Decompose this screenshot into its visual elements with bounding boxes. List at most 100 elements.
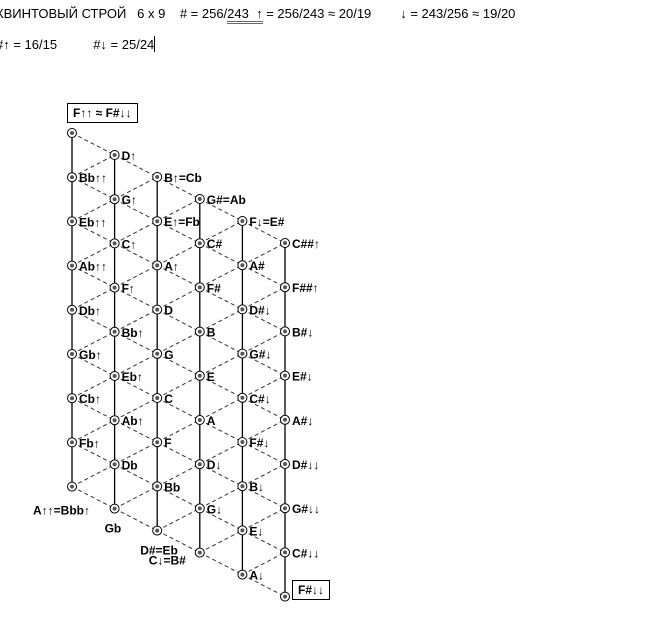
- dashed-edge: [156, 242, 201, 266]
- dashed-edge: [242, 286, 286, 310]
- note-label: F#↓: [249, 436, 269, 450]
- note-label: D#↓: [249, 303, 270, 317]
- node-icon-center: [240, 263, 245, 268]
- dashed-edge: [114, 375, 158, 399]
- note-label: D↓: [207, 458, 222, 472]
- node-icon-center: [240, 219, 245, 223]
- node-icon-center: [197, 197, 202, 201]
- node-icon-center: [155, 440, 160, 445]
- note-label: G#=Ab: [207, 193, 246, 207]
- dashed-edge: [71, 265, 115, 289]
- note-label: G↓: [207, 502, 222, 516]
- dashed-edge: [199, 242, 243, 266]
- note-label: C↓=B#: [149, 554, 186, 568]
- note-label: D#↓↓: [292, 458, 319, 472]
- dashed-edge: [114, 419, 158, 443]
- dashed-edge: [199, 198, 243, 222]
- node-icon-center: [70, 440, 74, 445]
- node-icon-center: [283, 373, 287, 378]
- note-label: Gb: [105, 522, 122, 536]
- note-label: Eb↑: [122, 370, 143, 384]
- dashed-edge: [71, 132, 115, 156]
- note-label: Bb↑↑: [79, 171, 107, 185]
- note-label: A: [207, 414, 216, 428]
- dashed-edge: [71, 397, 115, 421]
- dashed-edge: [71, 176, 115, 200]
- node-icon-center: [197, 241, 202, 246]
- node-icon-center: [197, 329, 202, 334]
- node-icon-center: [240, 528, 245, 533]
- node-icon-center: [283, 550, 287, 555]
- dashed-edge: [156, 220, 201, 244]
- dashed-edge: [242, 507, 286, 531]
- dashed-edge: [156, 507, 201, 532]
- dashed-edge: [156, 485, 201, 509]
- dashed-edge: [71, 375, 115, 399]
- note-label: A#: [249, 259, 265, 273]
- note-label: Db: [122, 458, 138, 472]
- dashed-edge: [199, 463, 243, 487]
- note-label: G#↓↓: [292, 502, 320, 516]
- dashed-edge: [114, 154, 158, 178]
- node-icon-center: [240, 395, 245, 400]
- dashed-edge: [156, 176, 201, 200]
- node-icon-center: [283, 241, 287, 245]
- node-icon-center: [240, 484, 245, 489]
- node-icon-center: [155, 351, 160, 356]
- dashed-edge: [114, 397, 158, 421]
- dashed-edge: [114, 220, 158, 244]
- dashed-edge: [199, 441, 243, 465]
- dashed-edge: [242, 330, 286, 355]
- node-icon-center: [70, 219, 74, 224]
- dashed-edge: [114, 485, 158, 510]
- dashed-edge: [156, 463, 201, 487]
- node-icon-center: [155, 307, 160, 312]
- dashed-edge: [242, 397, 286, 421]
- node-icon-center: [112, 418, 117, 423]
- dashed-edge: [199, 220, 243, 244]
- dashed-edge: [242, 375, 286, 399]
- dashed-edge: [114, 353, 158, 377]
- dashed-edge: [242, 441, 286, 465]
- note-label: B#↓: [292, 325, 313, 339]
- note-label: C#: [207, 237, 223, 251]
- dashed-edge: [114, 176, 158, 200]
- dashed-edge: [71, 486, 115, 510]
- node-icon-center: [112, 374, 117, 378]
- dashed-edge: [242, 242, 286, 266]
- node-icon-center: [240, 572, 245, 577]
- sharp-definition: # = 256/: [179, 6, 228, 21]
- header-line-2[interactable]: #↑ = 16/15 #↓ = 25/24: [0, 36, 156, 52]
- dashed-edge: [71, 287, 115, 311]
- dashed-edge: [71, 419, 115, 443]
- node-icon-center: [197, 285, 202, 290]
- note-label: E↓: [249, 524, 263, 538]
- dashed-edge: [156, 264, 201, 288]
- note-label: C#↓: [249, 392, 270, 406]
- sharp-definition-underlined: 243 ↑: [227, 6, 263, 24]
- top-equivalence-box: F↑↑ ≈ F#↓↓: [67, 103, 138, 123]
- node-icon-center: [155, 175, 160, 179]
- node-icon-center: [155, 263, 160, 268]
- dashed-edge: [242, 529, 286, 553]
- note-label: C: [164, 392, 173, 406]
- note-label: C##↑: [292, 237, 320, 251]
- note-label: B: [207, 326, 216, 340]
- note-label: E↑=Fb: [164, 215, 200, 229]
- node-icon-center: [112, 197, 117, 202]
- dashed-edge: [114, 264, 158, 289]
- dashed-edge: [71, 154, 115, 178]
- note-label: Cb↑: [79, 392, 101, 406]
- node-icon-center: [155, 528, 160, 533]
- node-icon-center: [197, 418, 202, 422]
- dashed-edge: [114, 463, 158, 487]
- header-line-1: КВИНТОВЫЙ СТРОЙ 6 x 9 # = 256/243 ↑ = 25…: [0, 6, 516, 24]
- node-icon-center: [155, 396, 160, 400]
- note-label: F↑: [122, 282, 135, 296]
- down-definition: ↓ = 243/256 ≈ 19/20: [400, 6, 516, 21]
- note-label: Ab↑: [122, 414, 144, 428]
- note-label: A↓: [249, 569, 264, 583]
- node-icon-center: [197, 506, 202, 511]
- note-label: G: [164, 348, 173, 362]
- dashed-edge: [114, 242, 158, 266]
